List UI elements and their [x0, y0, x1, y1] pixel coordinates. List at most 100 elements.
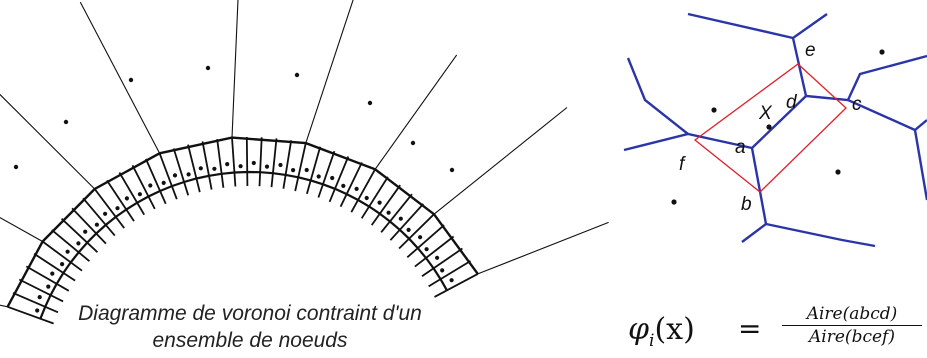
voronoi-tick	[339, 162, 363, 208]
voronoi-edge	[846, 54, 927, 101]
voronoi-tick	[434, 273, 479, 298]
outer-site	[410, 140, 416, 146]
voronoi-tick	[294, 142, 307, 192]
voronoi-edge	[741, 95, 807, 243]
voronoi-tick	[201, 141, 213, 190]
node-dot	[304, 167, 309, 173]
label-e: e	[805, 40, 816, 61]
label-f: f	[679, 154, 686, 175]
cell-edge	[231, 0, 239, 138]
node-dot	[137, 192, 142, 197]
site-dot	[766, 124, 772, 130]
node-dot	[124, 196, 129, 201]
voronoi-tick	[370, 184, 401, 226]
node-dot	[291, 168, 296, 173]
natural-neighbour-diagram: e d c X a f b	[623, 12, 927, 248]
node-dot	[341, 183, 346, 188]
cell-edge	[0, 93, 96, 190]
node-dot	[264, 164, 270, 169]
voronoi-tick	[7, 305, 54, 325]
node-dot	[418, 235, 423, 240]
cell-edge	[305, 0, 354, 144]
node-dot	[161, 180, 166, 185]
node-dot	[103, 211, 108, 216]
voronoi-edge	[913, 129, 927, 201]
node-dot	[225, 162, 230, 167]
voronoi-tick	[25, 265, 70, 292]
voronoi-tick	[380, 193, 413, 233]
node-dot	[406, 227, 411, 232]
voronoi-tick	[172, 148, 190, 196]
node-dot	[330, 175, 335, 181]
node-dot	[172, 173, 178, 178]
node-dot	[386, 210, 391, 215]
node-dot	[212, 166, 217, 171]
fraction-numerator: Aire(abcd)	[806, 304, 898, 324]
cell-edge	[79, 1, 161, 154]
outer-site	[13, 164, 19, 170]
label-a: a	[735, 137, 746, 158]
voronoi-tick	[42, 240, 83, 272]
voronoi-tick	[360, 176, 389, 219]
outer-site	[205, 65, 211, 71]
node-dot	[35, 308, 40, 313]
cell-edge	[374, 54, 458, 170]
node-dot	[65, 249, 70, 254]
constrained-voronoi-diagram	[0, 0, 609, 325]
node-dot	[424, 247, 429, 252]
node-dot	[449, 278, 454, 283]
voronoi-tick	[158, 152, 178, 200]
voronoi-tick	[282, 140, 293, 189]
voronoi-tick	[270, 138, 278, 188]
voronoi-tick	[245, 136, 249, 187]
node-dot	[94, 222, 99, 227]
node-dot	[60, 262, 65, 267]
node-dot	[76, 241, 81, 246]
voronoi-tick	[306, 146, 322, 195]
cell-edge	[477, 221, 609, 275]
site-dot	[671, 199, 677, 205]
voronoi-edge	[687, 12, 828, 40]
voronoi-tick	[93, 188, 125, 229]
node-dot	[354, 186, 359, 191]
voronoi-tick	[18, 278, 64, 303]
phi-argument: (x)	[654, 312, 695, 347]
voronoi-edges	[623, 12, 927, 248]
label-b: b	[741, 194, 752, 215]
voronoi-edge	[626, 57, 689, 135]
site-dot	[835, 169, 841, 175]
node-dot	[115, 206, 120, 211]
voronoi-tick	[145, 158, 167, 205]
area-fraction: Aire(abcd) Aire(bcef)	[782, 304, 922, 347]
voronoi-tick	[118, 172, 145, 216]
caption-line-1: Diagramme de voronoi contraint d'un	[78, 302, 422, 325]
voronoi-tick	[187, 144, 201, 193]
voronoi-tick	[131, 164, 156, 210]
outer-site	[367, 100, 373, 106]
outer-site	[128, 77, 134, 83]
voronoi-tick	[389, 203, 424, 241]
voronoi-tick	[398, 213, 435, 250]
site-dot	[711, 107, 717, 113]
outer-site	[449, 167, 455, 173]
voronoi-edge	[623, 132, 753, 152]
voronoi-tick	[406, 224, 445, 258]
voronoi-tick	[82, 197, 116, 237]
label-d: d	[786, 92, 798, 113]
voronoi-edge	[914, 119, 927, 131]
node-dot	[46, 284, 51, 289]
node-dot	[377, 200, 382, 205]
node-dot	[83, 229, 88, 234]
node-dot	[435, 255, 440, 260]
inner-boundary	[39, 170, 448, 320]
voronoi-tick	[317, 150, 336, 198]
voronoi-edge	[765, 222, 876, 248]
voronoi-tick	[216, 138, 225, 188]
node-dot	[398, 216, 403, 221]
fraction-bar	[782, 325, 922, 326]
voronoi-tick	[12, 292, 59, 314]
outer-site	[63, 119, 69, 125]
voronoi-tick	[71, 207, 107, 245]
equals-sign: =	[738, 312, 762, 345]
